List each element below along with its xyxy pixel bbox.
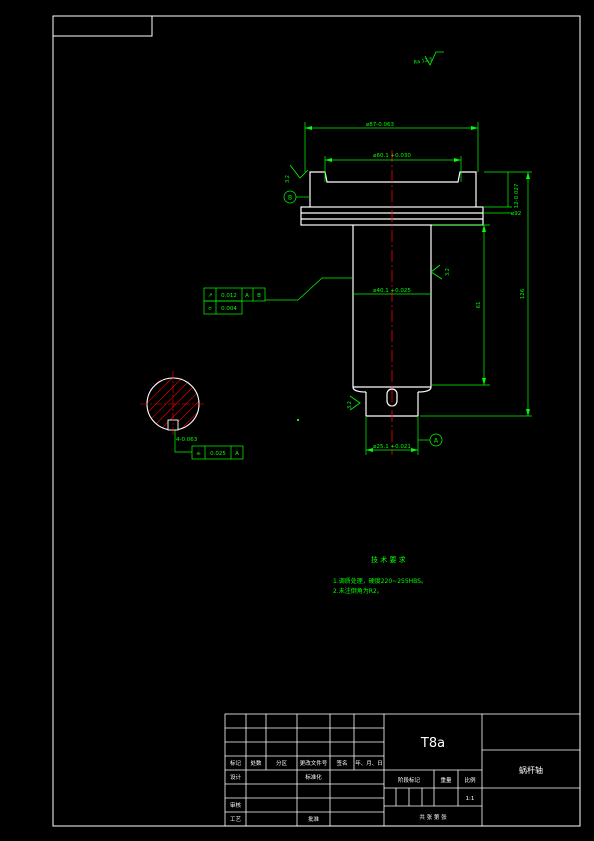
tol-shaft-row1-value: 0.012 [221, 293, 237, 299]
tb-sign: 签名 [336, 759, 347, 767]
stray-mark [297, 419, 299, 421]
tol-key-symbol: ⌯ [196, 451, 201, 457]
dim-keyway: 4-0.063 [176, 437, 198, 443]
rough-shaft: 3.2 [445, 268, 451, 276]
tb-scale-value: 1:1 [466, 796, 475, 802]
section-view [140, 371, 206, 437]
tb-docno: 更改文件号 [300, 759, 328, 767]
notes-line1: 1.调质处理，硬度220~255HBS。 [333, 577, 427, 585]
dimension-lines [174, 122, 532, 455]
tol-shaft-row2-symbol: ⌭ [208, 306, 212, 312]
dim-flange: ⌀92 [511, 211, 521, 217]
rough-neck: 3.2 [347, 401, 353, 409]
dim-shaft-length: 61 [476, 302, 482, 309]
technical-notes: 技 术 要 求 1.调质处理，硬度220~255HBS。 2.未注倒角为R2。 [333, 555, 427, 595]
tolerance-frame-keyway: ⌯ 0.025 A [191, 445, 244, 460]
title-block [224, 713, 581, 827]
tol-shaft-row1-datum2: B [257, 293, 261, 299]
sheet-frame [52, 15, 581, 827]
tb-design: 设计 [230, 773, 242, 781]
notes-line2: 2.未注倒角为R2。 [333, 587, 383, 595]
tb-stage: 阶段标记 [398, 776, 421, 784]
dimension-arrows [305, 126, 530, 452]
tb-zone: 分区 [276, 759, 288, 767]
dim-total-length: 126 [520, 288, 526, 299]
tol-shaft-row1-datum1: A [245, 293, 249, 299]
tol-key-datum: A [235, 451, 239, 457]
datum-a: A [429, 433, 443, 447]
title-partname: 蜗杆轴 [519, 765, 543, 775]
tol-key-value: 0.025 [210, 451, 226, 457]
tb-sheets: 共 张 第 张 [419, 813, 447, 821]
general-roughness-mark: Ra 12.5 [413, 51, 444, 66]
notes-heading: 技 术 要 求 [371, 555, 406, 564]
tol-shaft-row1-symbol: ↗ [208, 293, 213, 299]
tb-marks: 标记 [230, 759, 242, 767]
dim-shaft: ⌀40.1 +0.025 [373, 288, 411, 294]
dim-flange-height: 12-0.027 [514, 183, 520, 208]
rough-shoulder: 3.2 [285, 175, 291, 183]
roughness-texts: 3.2 3.2 3.2 [285, 175, 451, 409]
title-block-texts: 标记 处数 分区 更改文件号 签名 年、月、日 设计 标准化 审核 工艺 批准 … [230, 759, 476, 823]
tb-count: 处数 [250, 759, 262, 767]
dimension-texts: ⌀87-0.063 ⌀60.1 +0.030 ⌀92 ⌀40.1 +0.025 … [176, 122, 526, 450]
dim-neck: ⌀25.1 +0.021 [373, 444, 411, 450]
tol-shaft-row2-value: 0.004 [221, 306, 237, 312]
tb-review: 审核 [230, 801, 242, 809]
dim-top-outer: ⌀87-0.063 [366, 122, 395, 128]
tb-date: 年、月、日 [355, 759, 383, 767]
tb-standard: 标准化 [305, 773, 322, 781]
title-material: T8a [420, 736, 445, 751]
tolerance-frame-shaft: ↗ 0.012 A B ⌭ 0.004 [203, 287, 266, 315]
datum-b-letter: B [288, 195, 292, 202]
tb-scale: 比例 [464, 776, 476, 784]
roughness-marks [289, 164, 443, 411]
datum-b: B [283, 190, 310, 204]
tb-process: 工艺 [230, 816, 242, 823]
dim-top-inner: ⌀60.1 +0.030 [373, 153, 411, 159]
tb-weight: 重量 [440, 776, 452, 784]
tb-approve: 批准 [308, 815, 320, 823]
datum-a-letter: A [434, 438, 439, 445]
general-roughness-text: Ra 12.5 [413, 57, 433, 66]
